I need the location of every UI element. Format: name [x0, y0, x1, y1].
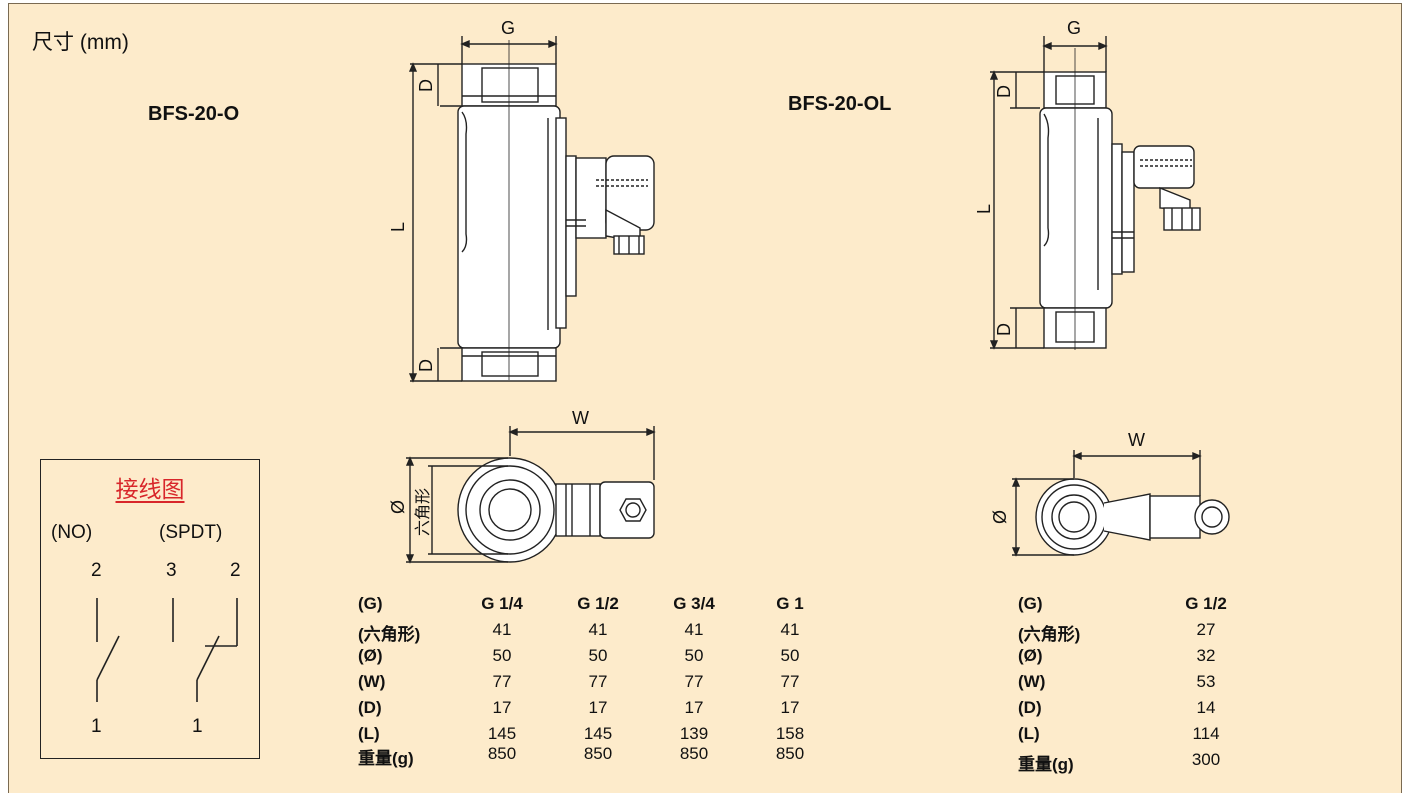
table-cell: 50 [780, 646, 800, 665]
table-cell: 77 [492, 672, 512, 691]
sensor-top-view-left [405, 426, 656, 564]
table-row: (L) 114 [1018, 724, 1248, 746]
table-row: 重量(g) 300 [1018, 750, 1248, 774]
table-cell: 145 [487, 724, 517, 743]
table-cell: 850 [487, 744, 517, 763]
table-cell: 41 [492, 620, 512, 639]
table-cell: 850 [583, 744, 613, 763]
page-title: 尺寸 (mm) [32, 31, 129, 54]
table-row: 重量(g) 850 850 850 850 [358, 744, 818, 768]
table-cell: 139 [679, 724, 709, 743]
table-row: (D) 14 [1018, 698, 1248, 720]
table-row: (L) 145 145 139 158 [358, 724, 818, 746]
table-cell: 17 [492, 698, 512, 717]
table-row-label: 重量(g) [1018, 755, 1074, 774]
wiring-spdt-terminal-1: 1 [192, 716, 203, 737]
dim-d-bottom-right: D [994, 323, 1014, 336]
table-cell: 50 [492, 646, 512, 665]
table-cell: 53 [1196, 672, 1216, 691]
dim-l-right: L [974, 204, 994, 214]
dimension-table-left: (G) G 1/4 G 1/2 G 3/4 G 1 (六角形) 41 41 41… [358, 594, 818, 774]
dim-d-bottom-left: D [416, 359, 436, 372]
table-cell: 17 [780, 698, 800, 717]
table-header-cell: G 1 [776, 594, 804, 613]
table-cell: 114 [1192, 724, 1220, 743]
table-cell: 145 [583, 724, 613, 743]
table-row: (D) 17 17 17 17 [358, 698, 818, 720]
table-row: (G) G 1/4 G 1/2 G 3/4 G 1 [358, 594, 818, 616]
dim-l-left: L [388, 222, 408, 232]
dim-w-left: W [572, 408, 589, 428]
table-cell: 32 [1196, 646, 1216, 665]
table-cell: 14 [1196, 698, 1216, 717]
table-row: (Ø) 32 [1018, 646, 1248, 668]
table-row-label: (L) [358, 724, 380, 743]
table-row: (六角形) 27 [1018, 620, 1248, 644]
table-row-label: (Ø) [358, 646, 383, 665]
table-header-cell: G 1/2 [577, 594, 619, 613]
wiring-title: 接线图 [115, 476, 185, 502]
table-cell: 41 [684, 620, 704, 639]
table-row-label: (W) [1018, 672, 1046, 691]
dim-dia-right: Ø [990, 510, 1010, 524]
table-header-label: (G) [358, 594, 383, 613]
wiring-spdt-terminal-3: 3 [166, 560, 177, 581]
table-header-label: (G) [1018, 594, 1043, 613]
table-cell: 17 [684, 698, 704, 717]
table-cell: 77 [588, 672, 608, 691]
table-header-cell: G 1/4 [481, 594, 523, 613]
table-cell: 77 [780, 672, 800, 691]
dim-g-left: G [501, 18, 515, 38]
sensor-side-view-left [408, 36, 655, 383]
dim-d-top-left: D [416, 79, 436, 92]
dim-g-right: G [1067, 18, 1081, 38]
table-cell: 41 [588, 620, 608, 639]
table-cell: 50 [588, 646, 608, 665]
wiring-no-terminal-top: 2 [91, 560, 102, 581]
table-row: (W) 53 [1018, 672, 1248, 694]
dim-hex-left: 六角形 [414, 488, 432, 536]
table-cell: 850 [775, 744, 805, 763]
model-label-right: BFS-20-OL [788, 93, 892, 115]
wiring-spdt-label: (SPDT) [159, 522, 223, 543]
sensor-side-view-right [989, 36, 1201, 350]
table-header-cell: G 1/2 [1185, 594, 1227, 613]
model-label-left: BFS-20-O [148, 103, 240, 125]
table-row-label: (D) [358, 698, 382, 717]
table-row: (W) 77 77 77 77 [358, 672, 818, 694]
table-cell: 300 [1191, 750, 1221, 769]
wiring-no-label: (NO) [51, 522, 93, 543]
table-cell: 850 [679, 744, 709, 763]
table-cell: 77 [684, 672, 704, 691]
table-cell: 17 [588, 698, 608, 717]
wiring-no-terminal-bottom: 1 [91, 716, 102, 737]
table-row-label: (W) [358, 672, 386, 691]
table-row-label: (L) [1018, 724, 1040, 743]
wiring-spdt-terminal-2: 2 [230, 560, 241, 581]
dimension-table-right: (G) G 1/2 (六角形) 27 (Ø) 32 (W) 53 (D) 14 … [1018, 594, 1248, 774]
table-row-label: (六角形) [358, 625, 421, 644]
dim-dia-left: Ø [388, 500, 408, 514]
table-row-label: (Ø) [1018, 646, 1043, 665]
table-header-cell: G 3/4 [673, 594, 715, 613]
table-cell: 41 [780, 620, 800, 639]
table-row: (六角形) 41 41 41 41 [358, 620, 818, 644]
table-cell: 27 [1196, 620, 1216, 639]
table-row-label: (D) [1018, 698, 1042, 717]
wiring-diagram-box: 接线图 (NO) (SPDT) 2 3 2 1 1 [40, 459, 260, 759]
dim-w-right: W [1128, 430, 1145, 450]
table-cell: 50 [684, 646, 704, 665]
datasheet-panel [8, 3, 1402, 793]
table-row: (G) G 1/2 [1018, 594, 1248, 616]
table-row-label: 重量(g) [358, 749, 414, 768]
table-row-label: (六角形) [1018, 625, 1081, 644]
sensor-top-view-right [1011, 450, 1230, 557]
table-cell: 158 [775, 724, 805, 743]
table-row: (Ø) 50 50 50 50 [358, 646, 818, 668]
dim-d-top-right: D [994, 85, 1014, 98]
wiring-schematic [96, 598, 238, 702]
